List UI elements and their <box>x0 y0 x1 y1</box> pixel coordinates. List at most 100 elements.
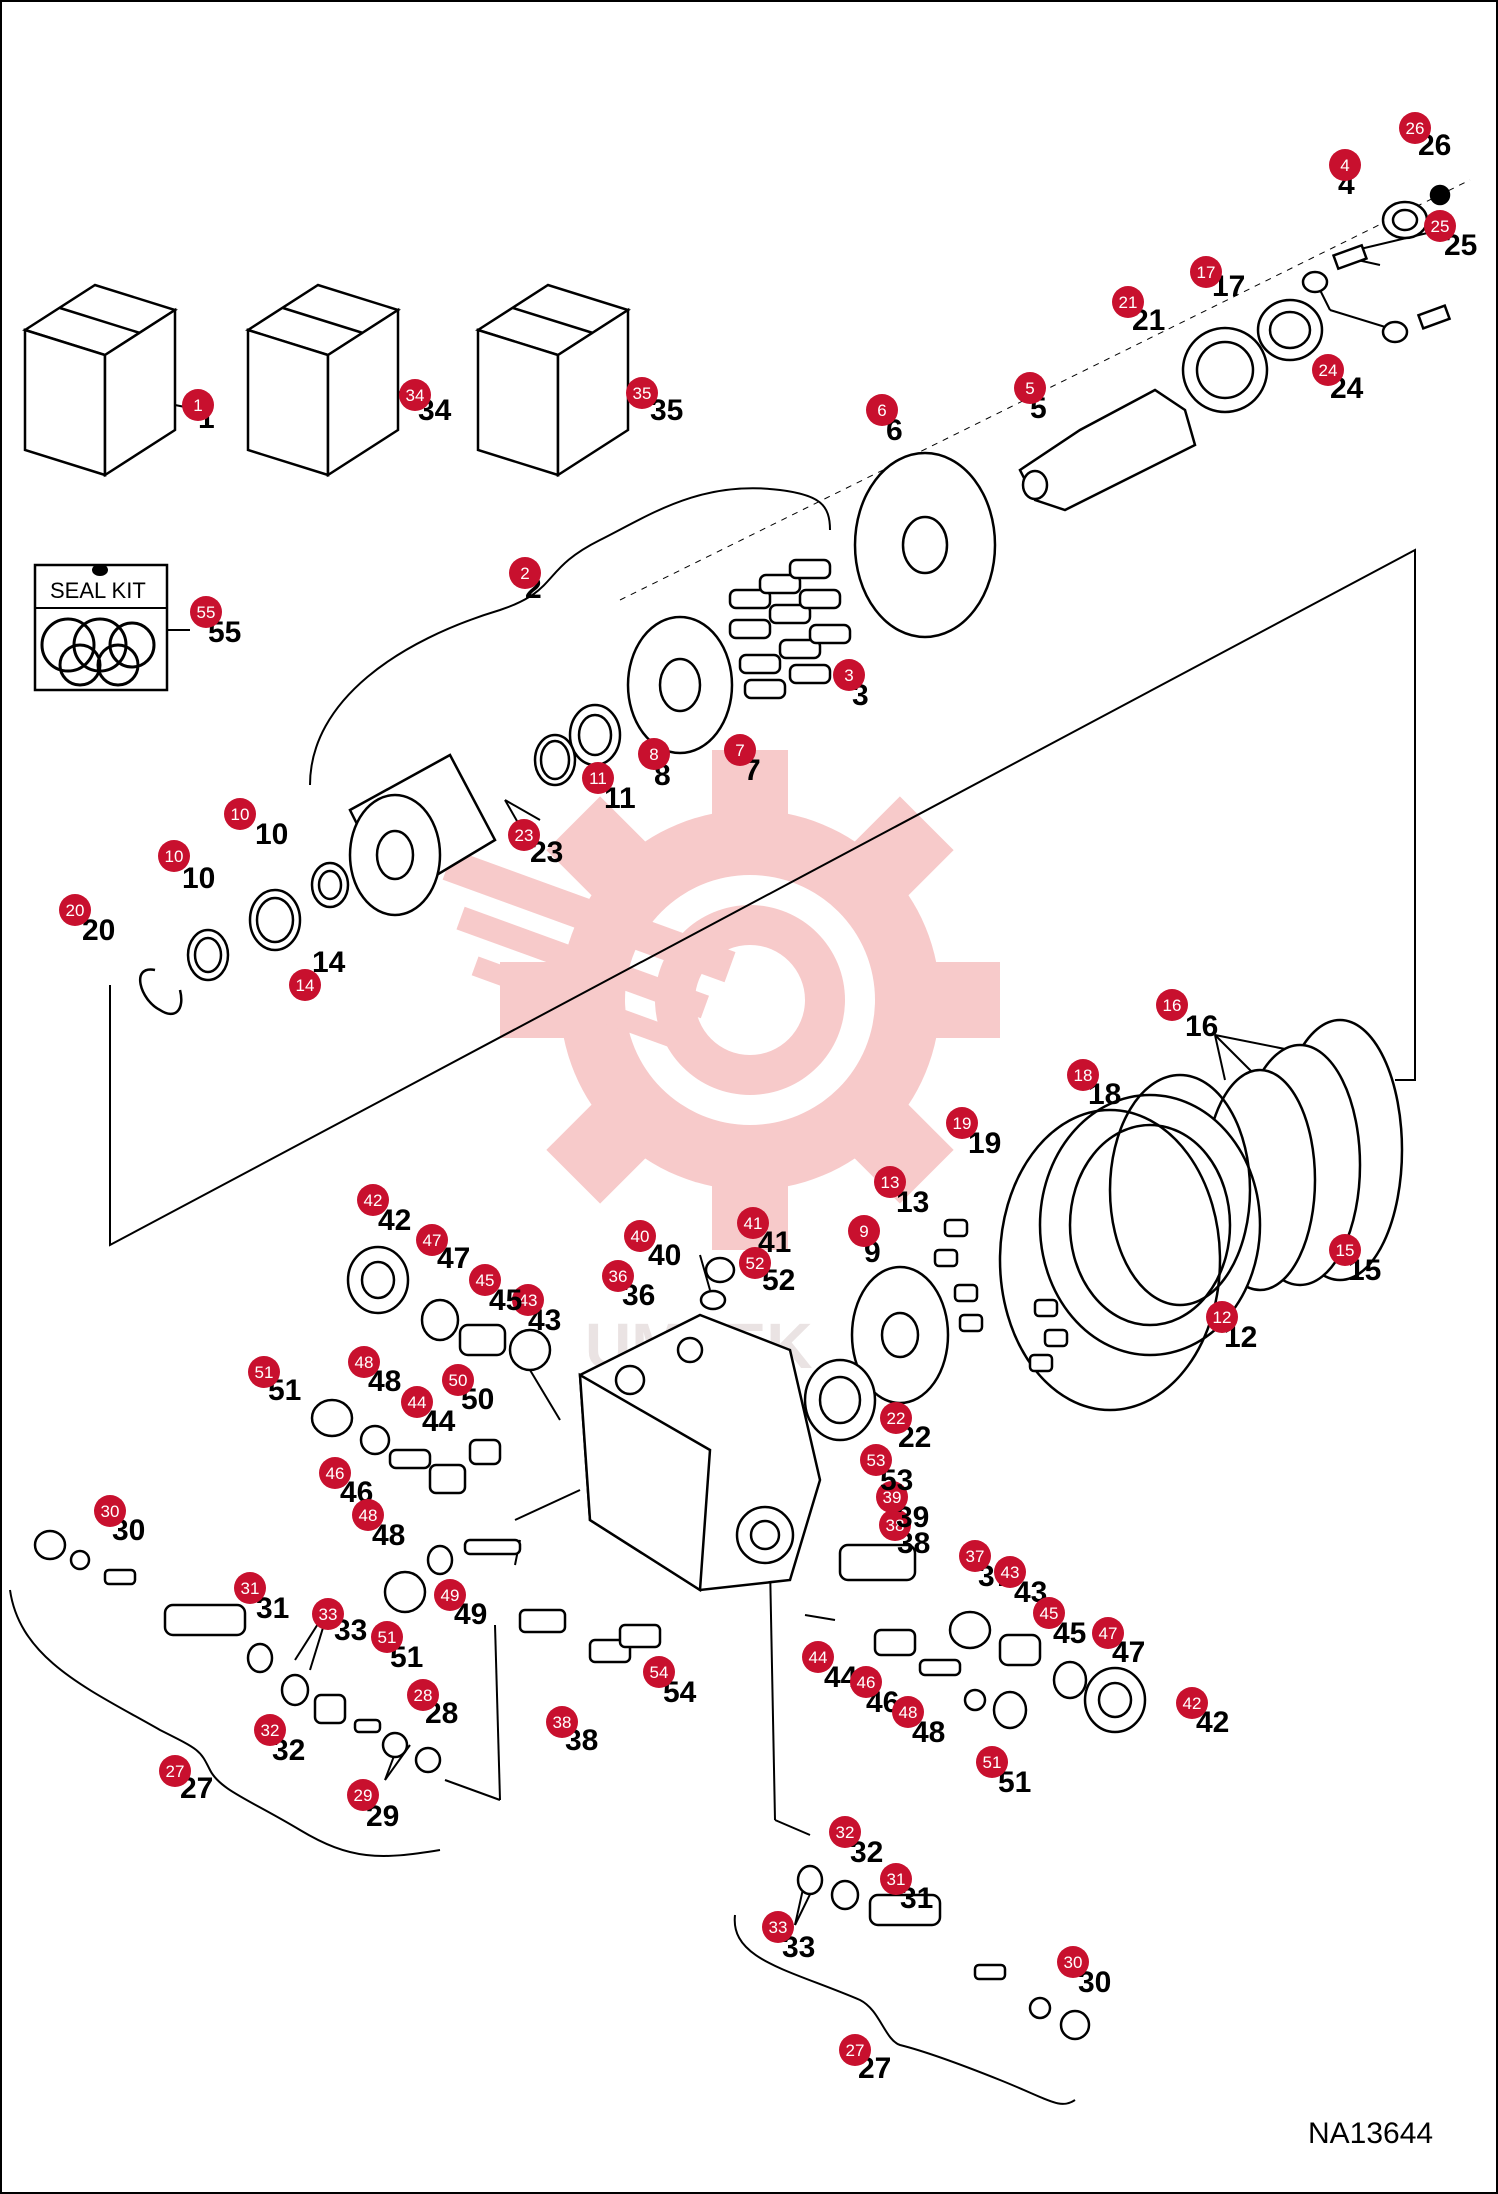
callout-badge <box>848 1215 880 1247</box>
callout-badge-number: 3 <box>844 666 853 685</box>
callout-badge-number: 29 <box>354 1786 373 1805</box>
callout-badge <box>357 1184 389 1216</box>
callout-badge <box>352 1499 384 1531</box>
callout-badge <box>1176 1687 1208 1719</box>
callout-badge <box>1092 1617 1124 1649</box>
callout-badge <box>1112 286 1144 318</box>
callout-badge <box>416 1224 448 1256</box>
callout-badge <box>946 1107 978 1139</box>
callout-badge-number: 45 <box>476 1271 495 1290</box>
callout-badge <box>850 1666 882 1698</box>
callout-badge <box>1312 354 1344 386</box>
part-number-label: 10 <box>255 818 288 851</box>
callout-c9: 99 <box>848 1215 881 1269</box>
callout-badge <box>874 1166 906 1198</box>
callout-badge <box>159 1755 191 1787</box>
callout-c3: 33 <box>833 659 869 712</box>
callout-badge <box>94 1495 126 1527</box>
callout-badge-number: 1 <box>193 396 202 415</box>
callout-badge <box>876 1481 908 1513</box>
kit-boxes <box>22 283 631 478</box>
callout-badge <box>879 1509 911 1541</box>
box-1 <box>22 283 178 478</box>
callout-badge <box>190 596 222 628</box>
callout-badge <box>469 1264 501 1296</box>
callout-badge <box>434 1579 466 1611</box>
callout-badge-number: 31 <box>887 1870 906 1889</box>
callout-c6: 66 <box>866 394 903 447</box>
callout-badge-number: 42 <box>364 1191 383 1210</box>
callout-badge-number: 26 <box>1406 119 1425 138</box>
callout-badge <box>643 1656 675 1688</box>
callout-badge-number: 30 <box>101 1502 120 1521</box>
callout-badge-number: 4 <box>1340 156 1349 175</box>
callout-badge-number: 41 <box>744 1214 763 1233</box>
callout-badge <box>976 1746 1008 1778</box>
callout-badge <box>407 1679 439 1711</box>
callout-badge-number: 10 <box>165 847 184 866</box>
callout-badge <box>1156 989 1188 1021</box>
callout-badge <box>319 1457 351 1489</box>
callout-badge-number: 6 <box>877 401 886 420</box>
callout-badge <box>512 1284 544 1316</box>
callout-badge <box>508 819 540 851</box>
callout-badge <box>626 377 658 409</box>
callout-badge <box>762 1911 794 1943</box>
seal-kit: SEAL KIT <box>33 563 169 692</box>
callout-badge-number: 48 <box>899 1703 918 1722</box>
callout-badge <box>860 1444 892 1476</box>
callout-badge <box>1206 1301 1238 1333</box>
callout-badge-number: 44 <box>408 1393 427 1412</box>
callout-badge-number: 27 <box>166 1762 185 1781</box>
parts-drawing <box>33 184 1452 2041</box>
callout-badge-number: 5 <box>1025 379 1034 398</box>
document-code: NA13644 <box>1308 2117 1433 2150</box>
callout-badge-number: 20 <box>66 901 85 920</box>
callout-badge-number: 53 <box>867 1451 886 1470</box>
part-number-label: 14 <box>312 946 346 979</box>
callout-badge <box>348 1346 380 1378</box>
callout-badge-number: 30 <box>1064 1953 1083 1972</box>
callout-badge <box>347 1779 379 1811</box>
callout-badge-number: 32 <box>836 1823 855 1842</box>
callout-c7: 77 <box>724 734 761 787</box>
callout-badge-number: 48 <box>355 1353 374 1372</box>
callout-badge <box>158 840 190 872</box>
callout-badge-number: 45 <box>1040 1604 1059 1623</box>
callout-badge <box>802 1641 834 1673</box>
callout-badge <box>1329 1234 1361 1266</box>
callout-c2: 22 <box>509 557 542 605</box>
callout-badge-number: 18 <box>1074 1066 1093 1085</box>
callout-badge <box>739 1247 771 1279</box>
callout-badge-number: 38 <box>553 1713 572 1732</box>
